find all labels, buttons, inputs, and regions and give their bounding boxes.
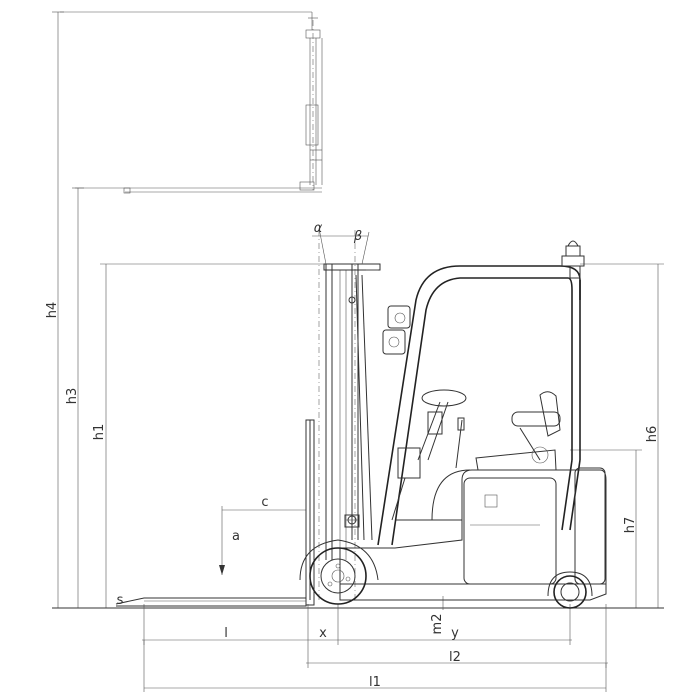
label-l1: l1 <box>369 675 381 690</box>
dimension-labels: h4 h3 h1 h6 h7 α β c a s m2 l x y l2 l1 <box>45 221 660 690</box>
label-s: s <box>117 593 124 608</box>
label-h1: h1 <box>92 424 107 441</box>
label-x: x <box>319 626 327 641</box>
label-h6: h6 <box>645 426 660 443</box>
label-a: a <box>232 529 240 544</box>
mast-assembly <box>115 227 381 607</box>
label-h7: h7 <box>623 517 638 534</box>
wheels <box>299 539 593 609</box>
front-wheel <box>309 547 367 605</box>
label-beta: β <box>353 229 362 244</box>
label-m2: m2 <box>430 614 445 635</box>
rear-wheel <box>553 575 587 609</box>
label-y: y <box>451 626 459 641</box>
truck-body <box>339 240 607 601</box>
label-h3: h3 <box>65 388 80 405</box>
label-l2: l2 <box>449 650 461 665</box>
label-l: l <box>224 626 228 641</box>
raised-carriage-outline <box>60 11 323 194</box>
label-h4: h4 <box>45 302 60 319</box>
label-c: c <box>261 495 268 510</box>
dimension-lines <box>52 11 664 692</box>
label-alpha: α <box>314 221 323 236</box>
